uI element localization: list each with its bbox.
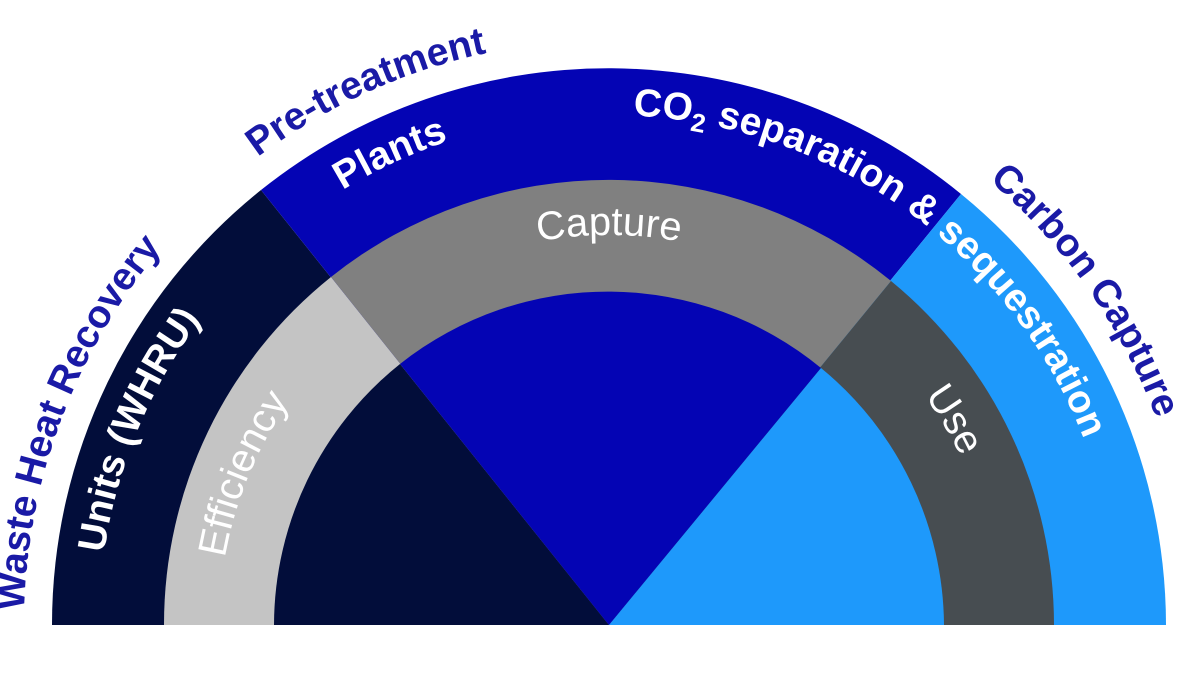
- core-blue: [400, 291, 821, 625]
- label-capture: Capture: [533, 200, 685, 250]
- core-light-blue: [609, 368, 944, 625]
- co2-subscript: 2: [689, 107, 708, 139]
- core-navy: [274, 364, 609, 625]
